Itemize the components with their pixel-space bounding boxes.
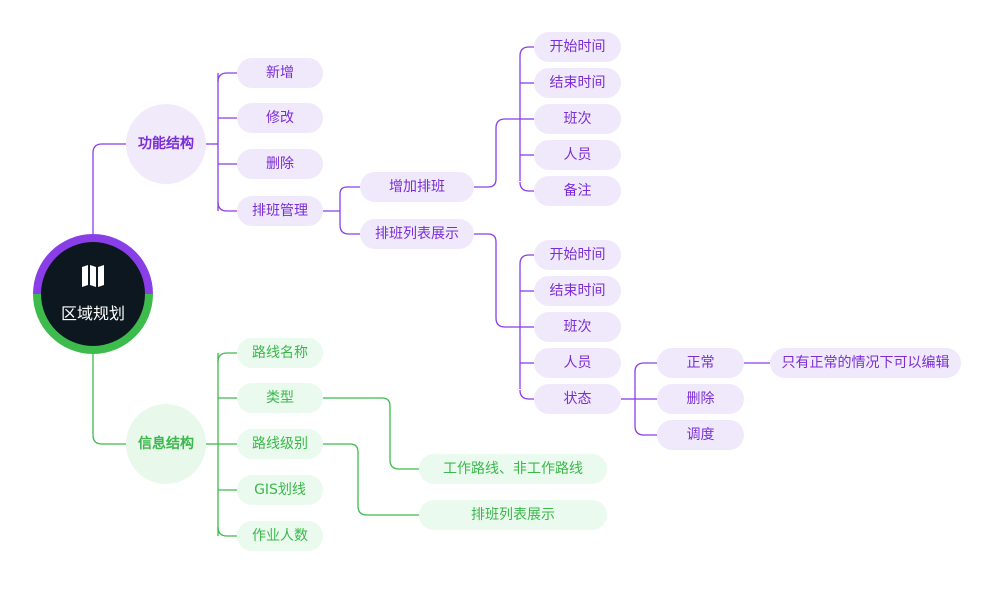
info-item-type[interactable]: 类型 [237,383,323,413]
list-field-end-time[interactable]: 结束时间 [534,276,621,306]
function-item-delete[interactable]: 删除 [237,149,323,179]
add-field-staff[interactable]: 人员 [534,140,621,170]
normal-status-note[interactable]: 只有正常的情况下可以编辑 [770,348,961,378]
schedule-add-node[interactable]: 增加排班 [360,172,474,202]
add-field-remark[interactable]: 备注 [534,176,621,206]
branch-function-structure[interactable]: 功能结构 [126,104,206,184]
add-field-end-time[interactable]: 结束时间 [534,68,621,98]
add-field-shift[interactable]: 班次 [534,104,621,134]
branch-info-structure[interactable]: 信息结构 [126,404,206,484]
map-icon [80,264,106,292]
info-item-route-name[interactable]: 路线名称 [237,338,323,368]
schedule-list-node[interactable]: 排班列表展示 [360,219,474,249]
function-item-edit[interactable]: 修改 [237,103,323,133]
info-item-worker-count[interactable]: 作业人数 [237,521,323,551]
level-value-node[interactable]: 排班列表展示 [419,500,607,530]
list-field-staff[interactable]: 人员 [534,348,621,378]
status-normal[interactable]: 正常 [657,348,744,378]
status-dispatch[interactable]: 调度 [657,420,744,450]
green-connectors [92,352,419,537]
list-field-start-time[interactable]: 开始时间 [534,240,621,270]
status-deleted[interactable]: 删除 [657,384,744,414]
add-field-start-time[interactable]: 开始时间 [534,32,621,62]
function-item-schedule-management[interactable]: 排班管理 [237,196,323,226]
root-node-inner: 区域规划 [41,242,145,346]
function-item-add[interactable]: 新增 [237,58,323,88]
info-item-gis-line[interactable]: GIS划线 [237,475,323,505]
list-field-status[interactable]: 状态 [534,384,621,414]
info-item-route-level[interactable]: 路线级别 [237,429,323,459]
root-node[interactable]: 区域规划 [33,234,153,354]
purple-connectors [92,46,770,436]
type-value-node[interactable]: 工作路线、非工作路线 [419,454,607,484]
list-field-shift[interactable]: 班次 [534,312,621,342]
root-label: 区域规划 [60,304,125,323]
